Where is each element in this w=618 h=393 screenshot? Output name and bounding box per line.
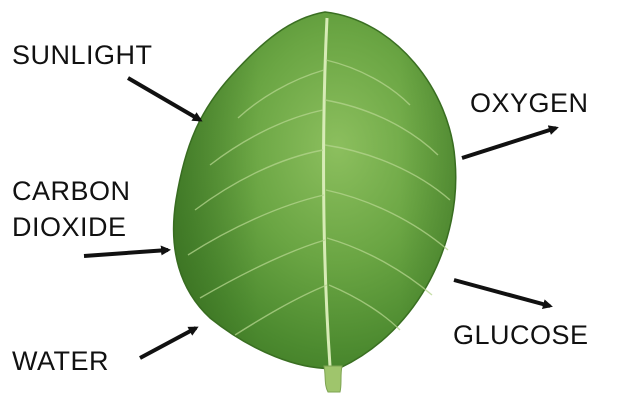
- label-carbon-dioxide-line1: CARBON: [12, 174, 131, 208]
- arrow-glucose-icon: [454, 280, 550, 306]
- label-carbon-dioxide-line2: DIOXIDE: [12, 210, 127, 244]
- arrow-oxygen-icon: [462, 128, 556, 158]
- label-glucose: GLUCOSE: [453, 318, 589, 352]
- label-sunlight: SUNLIGHT: [12, 38, 153, 72]
- arrow-sunlight-icon: [128, 78, 200, 120]
- leaf-icon: [174, 12, 456, 392]
- arrow-water-icon: [140, 328, 196, 358]
- label-water: WATER: [12, 344, 109, 378]
- arrow-carbon-dioxide-icon: [84, 250, 168, 256]
- label-oxygen: OXYGEN: [470, 86, 589, 120]
